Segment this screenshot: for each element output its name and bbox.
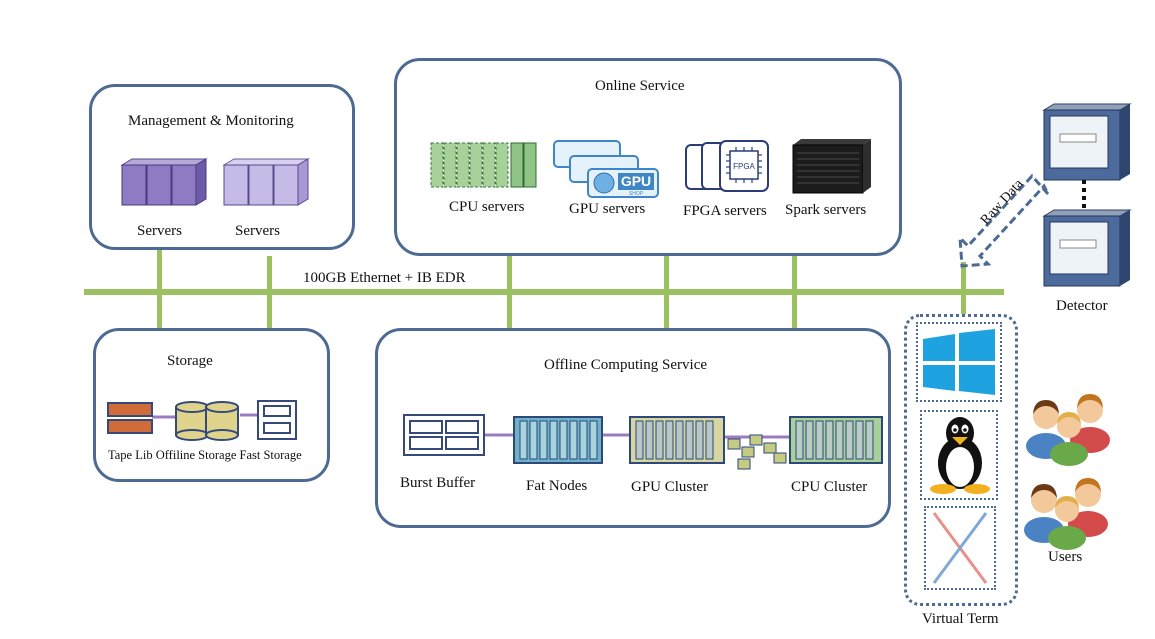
burst-buffer-label: Burst Buffer <box>400 475 476 491</box>
virtual-term-label: Virtual Term <box>922 611 999 627</box>
fpga-servers-label: FPGA servers <box>683 203 767 219</box>
management-panel: Management & Monitoring Servers Servers <box>89 84 355 250</box>
servers-label-1: Servers <box>137 223 182 239</box>
storage-title: Storage <box>167 353 213 369</box>
gpu-badge-text: GPU <box>621 173 651 189</box>
connector-online-2 <box>664 255 669 328</box>
gpu-shop-text: SHOP <box>629 191 644 197</box>
gpu-servers-icon: GPU SHOP <box>553 140 659 198</box>
connector-online-1 <box>507 255 512 328</box>
cpu-cluster-label: CPU Cluster <box>791 479 868 495</box>
server-rack-icon <box>222 158 310 206</box>
fat-nodes-label: Fat Nodes <box>526 478 588 494</box>
detector-label: Detector <box>1056 298 1108 314</box>
users-group-icon <box>1024 478 1108 550</box>
server-rack-icon <box>120 158 208 206</box>
fpga-chip-text: FPGA <box>733 162 755 171</box>
detector-icon <box>1042 103 1132 287</box>
virtual-term-group <box>904 314 1018 606</box>
windows-icon <box>923 329 995 395</box>
linux-tile[interactable] <box>920 410 998 500</box>
offline-computing-title: Offline Computing Service <box>544 357 708 373</box>
spark-servers-icon <box>792 139 871 194</box>
connector-mgmt-2 <box>267 256 272 328</box>
users-label: Users <box>1048 549 1083 565</box>
users-group-icon <box>1026 394 1110 466</box>
x-window-tile[interactable] <box>924 506 996 590</box>
fpga-servers-icon: FPGA <box>685 140 769 192</box>
management-title: Management & Monitoring <box>128 113 294 129</box>
servers-label-2: Servers <box>235 223 280 239</box>
storage-devices-icon <box>107 400 297 441</box>
network-backbone <box>84 289 1004 295</box>
linux-tux-icon <box>930 417 990 494</box>
connector-mgmt-1 <box>157 248 162 328</box>
cpu-servers-label: CPU servers <box>449 199 525 215</box>
offline-cluster-icons <box>403 414 883 470</box>
x-window-system-icon <box>932 512 988 584</box>
windows-tile[interactable] <box>916 322 1002 402</box>
storage-panel: Storage Tape Lib Offiline Storage Fast S… <box>93 328 330 482</box>
connector-online-3 <box>792 255 797 328</box>
storage-caption: Tape Lib Offiline Storage Fast Storage <box>108 448 302 462</box>
network-label: 100GB Ethernet + IB EDR <box>303 270 466 286</box>
raw-data-arrow-icon <box>958 173 1050 268</box>
cpu-servers-icon <box>430 142 537 188</box>
gpu-servers-label: GPU servers <box>569 201 646 217</box>
online-service-panel: Online Service CPU servers GPU SHOP GPU … <box>394 58 902 256</box>
spark-servers-label: Spark servers <box>785 202 867 218</box>
connector-virtual-term <box>961 262 966 314</box>
gpu-cluster-label: GPU Cluster <box>631 479 709 495</box>
offline-computing-panel: Offline Computing Service <box>375 328 891 528</box>
online-service-title: Online Service <box>595 78 685 94</box>
